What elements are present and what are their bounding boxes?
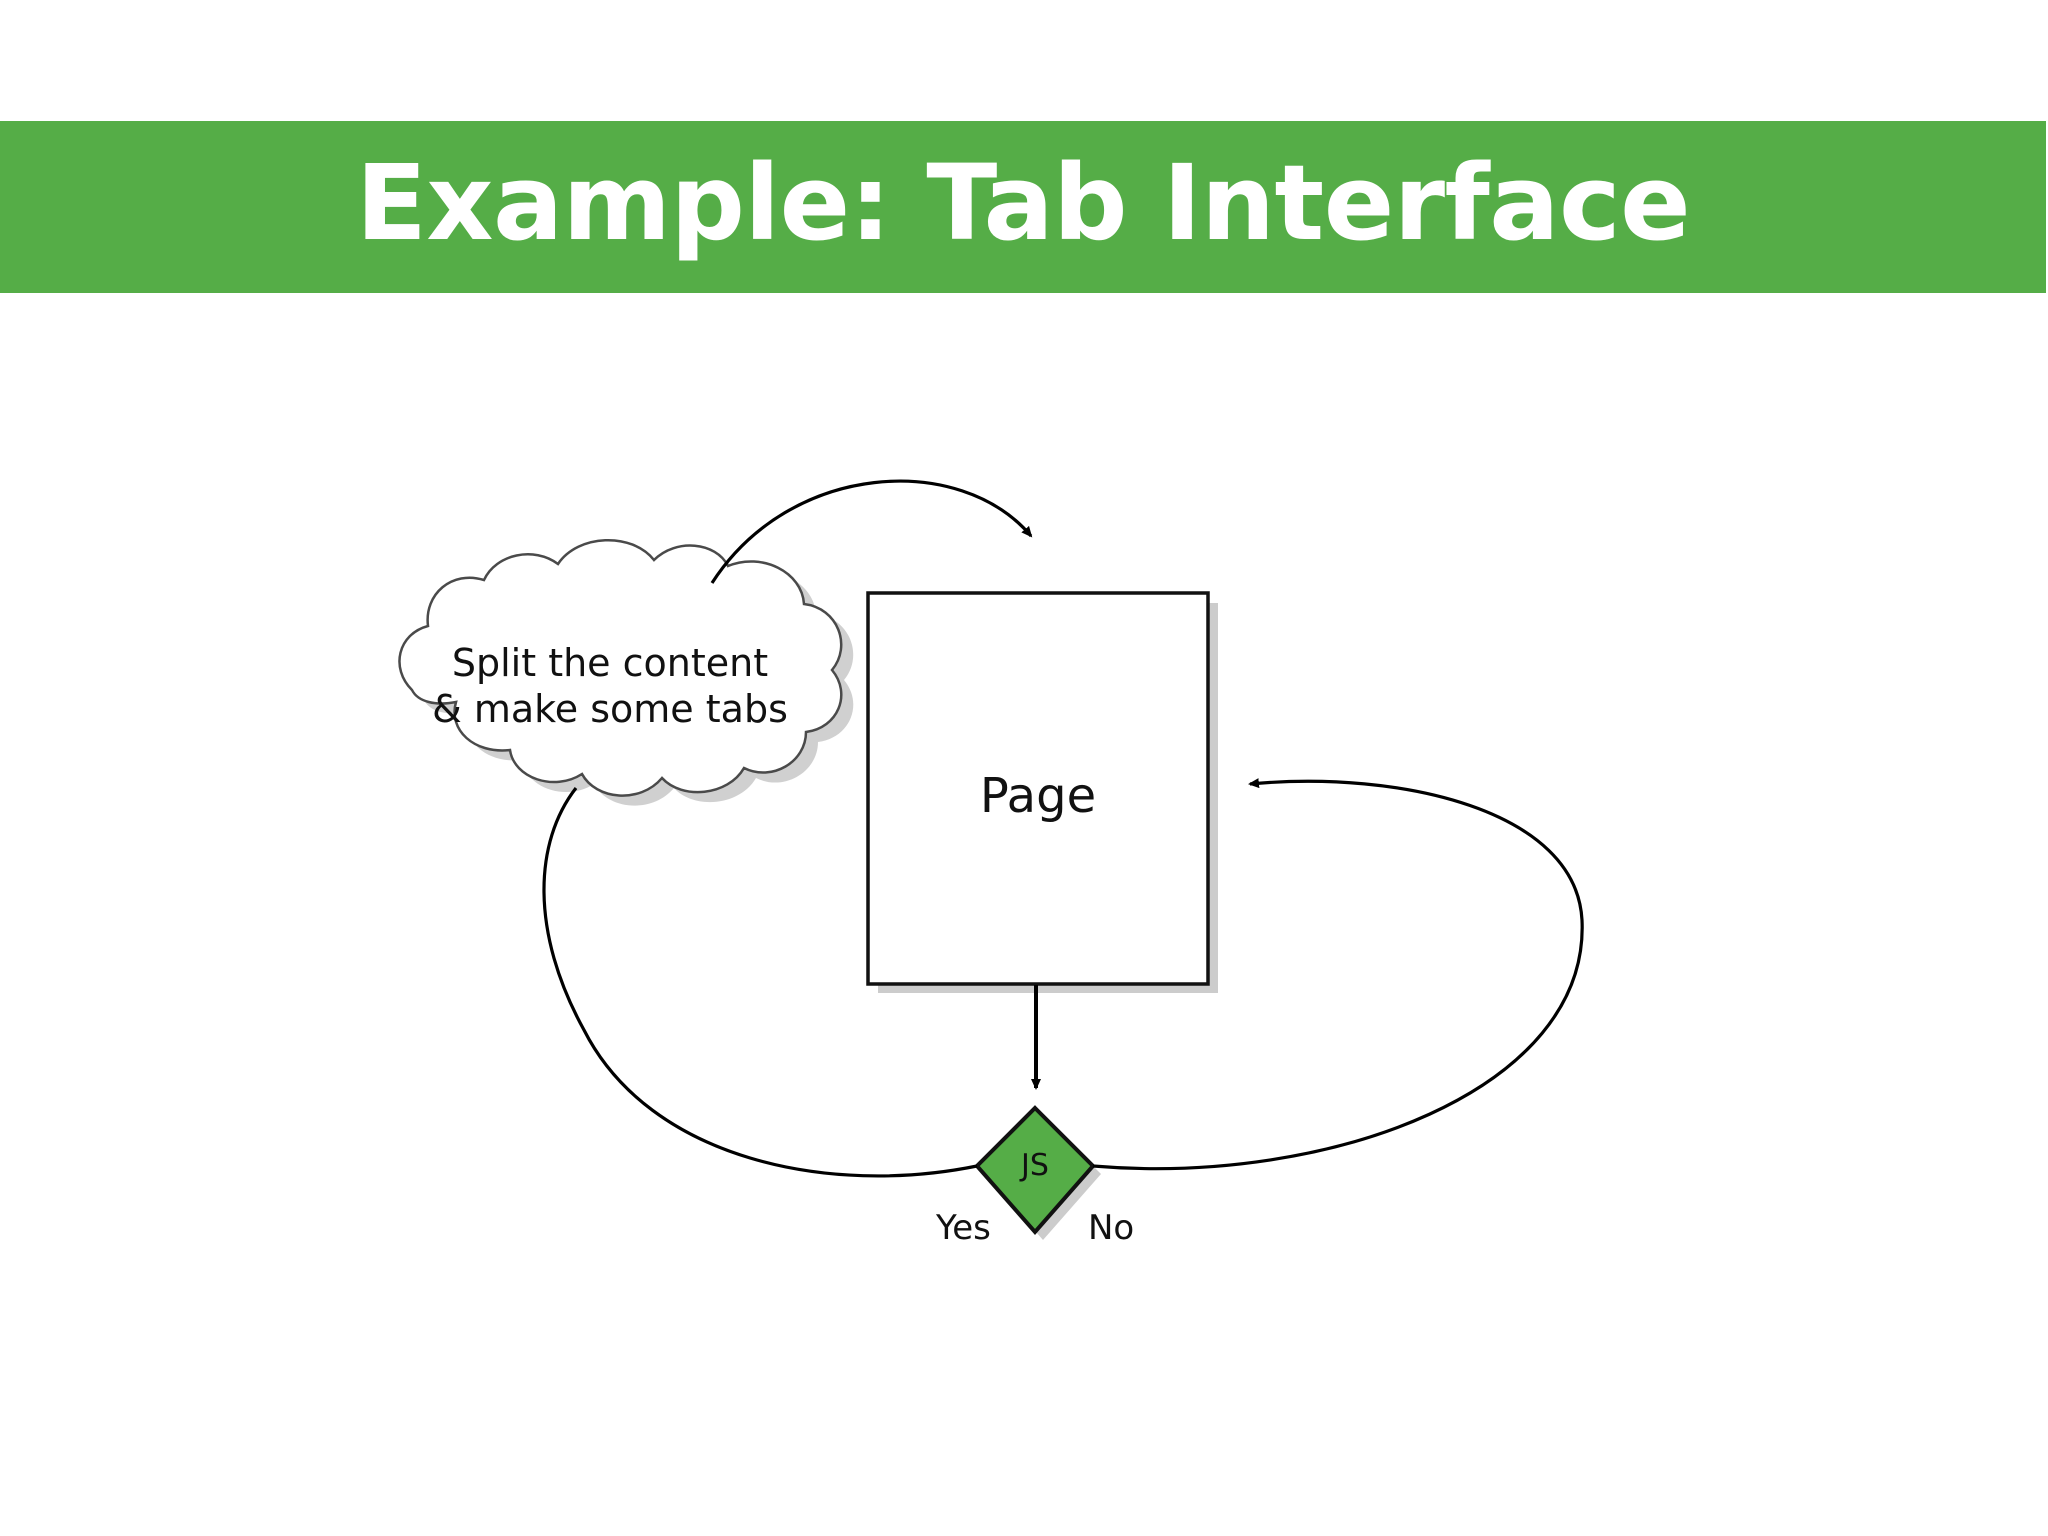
branch-label-no: No (1088, 1208, 1135, 1248)
cloud-node[interactable] (398, 539, 843, 797)
cloud-node-label-line2: & make some tabs (432, 687, 788, 732)
title-banner: Example: Tab Interface (0, 121, 2046, 293)
decision-node[interactable] (974, 1105, 1096, 1236)
cloud-node-label-line1: Split the content (451, 641, 769, 685)
page-node[interactable] (866, 591, 1210, 986)
edge-decision-yes-to-cloud (542, 787, 978, 1178)
edge-cloud-to-page (710, 479, 1033, 584)
decision-node-label: JS (1021, 1148, 1049, 1183)
edge-decision-no-to-page (1092, 778, 1584, 1171)
branch-label-yes: Yes (936, 1208, 991, 1248)
cloud-node-label: Split the content & make some tabs (395, 640, 825, 733)
page-node-label: Page (979, 768, 1097, 824)
page-title: Example: Tab Interface (355, 142, 1691, 264)
